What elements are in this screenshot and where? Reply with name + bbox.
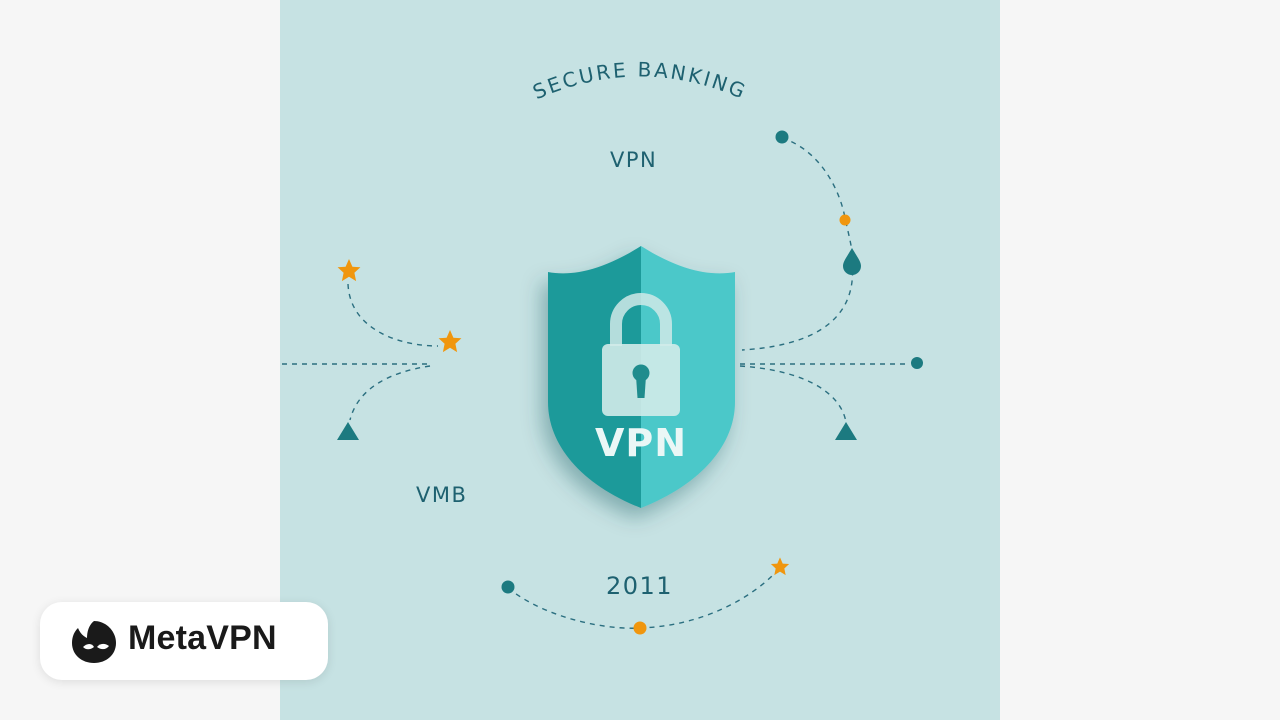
metavpn-logo-icon (72, 621, 116, 663)
label-vpn-top: VPN (610, 148, 658, 172)
brand-name: MetaVPN (128, 619, 277, 657)
orange-star-left-top-icon (337, 259, 361, 282)
orange-star-left-middle-icon (438, 330, 462, 353)
right-upper-curve (741, 137, 854, 351)
brand-badge: MetaVPN (40, 602, 328, 680)
padlock-icon (602, 293, 680, 416)
teal-dot-top-right (775, 130, 789, 144)
orange-star-bottom-right-icon (770, 557, 790, 576)
curved-title: SECURE BANKING (529, 57, 750, 104)
teal-triangle-left-icon (337, 422, 359, 440)
left-upper-curve (347, 283, 439, 347)
orange-dot-right (839, 214, 851, 226)
illustration-svg: SECURE BANKING (282, 57, 923, 635)
right-lower-curve (739, 365, 847, 423)
teal-dot-right (911, 357, 923, 369)
teal-droplet-icon (843, 248, 861, 275)
orange-dot-bottom (633, 621, 647, 635)
left-lower-curve (349, 365, 431, 421)
label-2011-bottom: 2011 (606, 572, 674, 600)
teal-dot-bottom-left (501, 580, 515, 594)
illustration-panel: SECURE BANKING (280, 0, 1000, 720)
teal-triangle-right-icon (835, 422, 857, 440)
shield-vpn-text: VPN (595, 421, 687, 465)
label-vmb-left: VMB (416, 483, 468, 507)
